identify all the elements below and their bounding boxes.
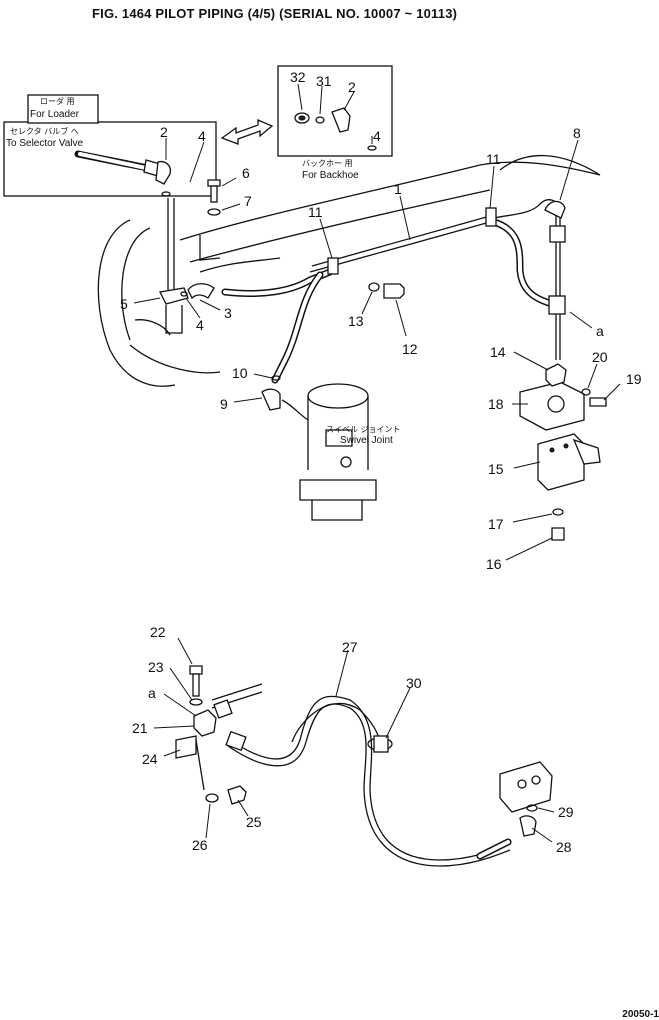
- part-label-5: 5: [120, 296, 128, 312]
- selector-jp-label: セレクタ バルブ へ: [10, 126, 79, 136]
- part-label-25: 25: [246, 814, 262, 830]
- part-label-4-backhoe: 4: [373, 128, 381, 144]
- part-label-12: 12: [402, 341, 418, 357]
- loader-inset-box: ローダ 用 For Loader セレクタ バルブ へ To Selector …: [3, 94, 217, 197]
- backhoe-en-label: For Backhoe: [302, 170, 359, 181]
- part-label-2-backhoe: 2: [348, 79, 356, 95]
- part-label-19: 19: [626, 371, 642, 387]
- backhoe-inset-box: バックホー 用 For Backhoe: [277, 65, 393, 181]
- swivel-jp-label: スイベル ジョイント: [326, 425, 401, 434]
- part-label-29: 29: [558, 804, 574, 820]
- upper-pipework: [159, 179, 566, 411]
- part-label-1: 1: [394, 181, 402, 197]
- part-label-10: 10: [232, 365, 248, 381]
- connection-mark-a-upper: a: [596, 323, 604, 339]
- part-label-15: 15: [488, 461, 504, 477]
- swivel-joint: スイベル ジョイント Swivel Joint: [281, 383, 401, 521]
- connection-mark-a-lower: a: [148, 685, 156, 701]
- part-number-labels: 2 4 32 31 2 4 6 7 1 11 11 8 5 4 3 13 12 …: [120, 69, 642, 855]
- part-label-2-loader: 2: [160, 124, 168, 140]
- part-label-20: 20: [592, 349, 608, 365]
- part-label-8: 8: [573, 125, 581, 141]
- part-label-32: 32: [290, 69, 306, 85]
- part-label-4-bracket: 4: [196, 317, 204, 333]
- figure-title: FIG. 1464 PILOT PIPING (4/5) (SERIAL NO.…: [92, 6, 458, 21]
- part-label-14: 14: [490, 344, 506, 360]
- part-label-9: 9: [220, 396, 228, 412]
- part-label-13: 13: [348, 313, 364, 329]
- part-label-23: 23: [148, 659, 164, 675]
- loader-en-label: For Loader: [30, 109, 80, 120]
- part-label-21: 21: [132, 720, 148, 736]
- loader-jp-label: ローダ 用: [40, 96, 75, 106]
- loader-backhoe-arrow: [220, 119, 274, 145]
- part-label-22: 22: [150, 624, 166, 640]
- part-label-24: 24: [142, 751, 158, 767]
- part-label-26: 26: [192, 837, 208, 853]
- part-label-17: 17: [488, 516, 504, 532]
- part-label-7: 7: [244, 193, 252, 209]
- part-label-11-right: 11: [486, 151, 501, 167]
- part-label-6: 6: [242, 165, 250, 181]
- selector-en-label: To Selector Valve: [6, 138, 84, 149]
- part-label-3: 3: [224, 305, 232, 321]
- lower-pipework: [175, 665, 553, 867]
- part-label-18: 18: [488, 396, 504, 412]
- part-label-28: 28: [556, 839, 572, 855]
- backhoe-jp-label: バックホー 用: [302, 159, 353, 168]
- part-label-27: 27: [342, 639, 358, 655]
- document-number: 20050-1: [622, 1009, 659, 1020]
- valve-assembly: [519, 363, 607, 541]
- part-label-11-left: 11: [308, 204, 323, 220]
- part-label-30: 30: [406, 675, 422, 691]
- part-label-31: 31: [316, 73, 332, 89]
- machine-body-outline: [97, 154, 601, 387]
- leader-lines: [133, 83, 621, 843]
- part-label-4-loader: 4: [198, 128, 206, 144]
- swivel-en-label: Swivel Joint: [340, 435, 393, 446]
- part-label-16: 16: [486, 556, 502, 572]
